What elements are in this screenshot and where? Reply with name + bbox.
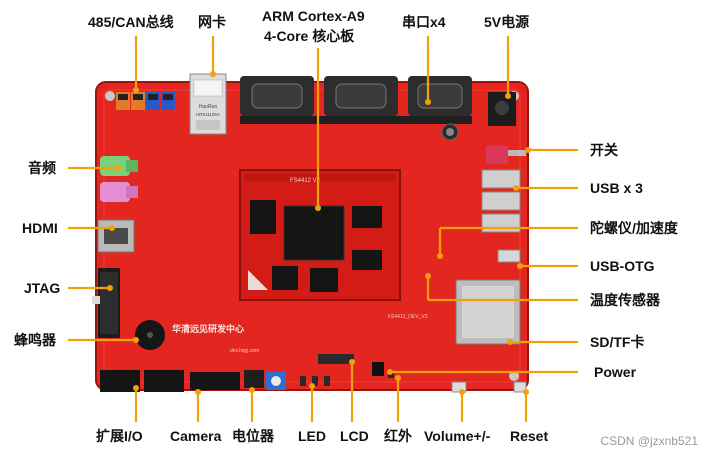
expansion-headers (100, 370, 240, 392)
hdmi-port (97, 219, 135, 253)
callout-endpoints (107, 71, 531, 395)
label-reset: Reset (510, 428, 549, 444)
reset-button (513, 381, 527, 393)
label-buzzer: 蜂鸣器 (14, 332, 56, 348)
label-usb3: USB x 3 (590, 180, 643, 196)
label-rs485-can: 485/CAN总线 (88, 14, 174, 30)
memory-chip (310, 268, 338, 292)
label-volume: Volume+/- (424, 428, 491, 444)
label-camera: Camera (170, 428, 222, 444)
label-power: Power (594, 364, 637, 380)
label-potentiometer: 电位器 (232, 428, 274, 444)
label-hdmi: HDMI (22, 220, 58, 236)
label-audio: 音频 (28, 160, 56, 176)
led-row (300, 376, 330, 386)
callout-lines (68, 36, 578, 422)
label-power-5v: 5V电源 (484, 14, 530, 30)
rs485-can-terminals (116, 92, 175, 110)
corner-mark (248, 270, 268, 290)
power-led (388, 372, 394, 378)
label-infrared: 红外 (384, 428, 412, 444)
label-switch: 开关 (590, 142, 618, 158)
buzzer-hole (147, 332, 153, 338)
label-lcd: LCD (340, 428, 369, 444)
label-jtag: JTAG (24, 280, 61, 296)
label-temp-sensor: 温度传感器 (590, 292, 660, 308)
label-usb-otg: USB-OTG (590, 258, 655, 274)
rj45-brand-text: HanRun (199, 104, 218, 110)
ir-receiver (372, 362, 384, 376)
memory-chip (352, 250, 382, 270)
mount-hole (509, 371, 519, 381)
usb-ports (481, 169, 521, 233)
mount-hole (105, 91, 115, 101)
camera-connector (244, 370, 264, 388)
label-gyro: 陀螺仪/加速度 (590, 220, 678, 236)
memory-chip (352, 206, 382, 228)
watermark: CSDN @jzxnb521 (600, 434, 698, 448)
label-serial: 串口x4 (402, 14, 446, 30)
soc-chip (283, 205, 345, 261)
potentiometer-knob (266, 372, 286, 390)
ethernet-rj45: HanRun HR911105A (189, 73, 227, 135)
lcd-connector (318, 354, 354, 364)
cpu-core-board: FS4412 V2 (239, 169, 401, 301)
label-expansion-io: 扩展I/O (96, 428, 143, 444)
label-cpu-line2: 4-Core 核心板 (264, 28, 355, 44)
sd-card-slot (455, 279, 521, 345)
audio-jacks (100, 156, 138, 202)
memory-chip (272, 266, 298, 290)
memory-chip (250, 200, 276, 234)
core-board-label: FS4412 V2 (290, 178, 321, 184)
label-ethernet: 网卡 (198, 14, 226, 30)
silkscreen-text: 华清远见研发中心 (172, 323, 244, 334)
rj45-model-text: HR911105A (196, 112, 220, 117)
label-sd-tf: SD/TF卡 (590, 334, 645, 350)
jtag-header (92, 268, 120, 338)
label-led: LED (298, 428, 326, 444)
silkscreen-model: FS4412_DEV_V3 (388, 314, 428, 320)
silkscreen-url: dev.hqyj.com (230, 348, 259, 354)
capacitor-top (446, 128, 454, 136)
usb-otg-port (497, 249, 521, 263)
power-switch (486, 146, 526, 164)
label-cpu-line1: ARM Cortex-A9 (262, 8, 365, 24)
power-dc-jack (488, 92, 516, 126)
serial-db9-connectors (240, 76, 472, 124)
